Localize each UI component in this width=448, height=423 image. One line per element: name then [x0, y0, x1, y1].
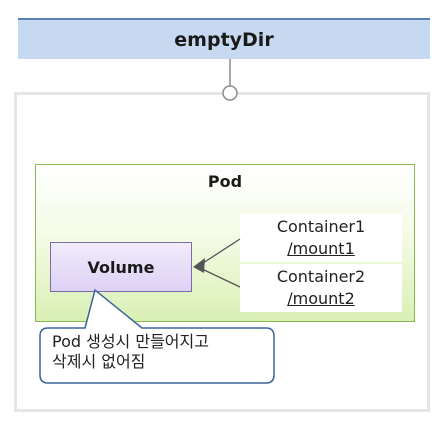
callout-bubble	[39, 288, 275, 384]
container2-box: Container2 /mount2	[240, 264, 402, 312]
container2-arrow-line	[199, 267, 241, 288]
emptydir-frame	[14, 92, 430, 412]
arrow-head-icon	[193, 258, 205, 273]
callout-line2: 삭제시 없어짐	[52, 352, 146, 371]
container1-name: Container1	[276, 217, 366, 236]
callout-line1: Pod 생성시 만들어지고	[52, 332, 209, 351]
container1-box: Container1 /mount1	[240, 214, 402, 262]
pod-label: Pod	[207, 172, 243, 191]
callout-text: Pod 생성시 만들어지고 삭제시 없어짐	[52, 332, 262, 372]
container2-mount: /mount2	[287, 289, 355, 308]
volume-box: Volume	[50, 242, 192, 292]
emptydir-title: emptyDir	[18, 18, 430, 59]
container2-name: Container2	[276, 267, 366, 286]
container1-arrow-line	[199, 238, 241, 266]
container1-mount: /mount1	[287, 239, 355, 258]
connector-circle-icon	[222, 85, 238, 101]
